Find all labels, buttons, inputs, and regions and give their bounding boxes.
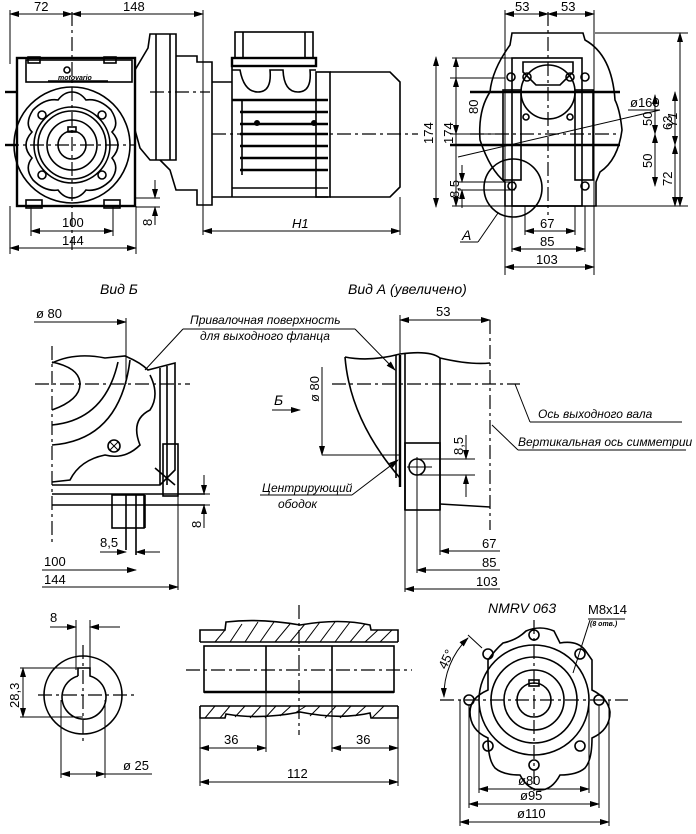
dim-144-view-b: 144 — [44, 572, 66, 587]
dim-103-end: 103 — [536, 252, 558, 267]
hollow-shaft-section: 36 36 112 — [186, 605, 412, 786]
thread-spec: M8x14 — [588, 602, 627, 617]
flange-title: NMRV 063 — [488, 600, 556, 616]
dim-36-right: 36 — [356, 732, 370, 747]
dim-100-view-b: 100 — [44, 554, 66, 569]
dim-8-5-end: 8,5 — [447, 180, 462, 198]
dim-63: 63 — [660, 116, 675, 130]
dim-144: 144 — [62, 233, 84, 248]
dim-53-right: 53 — [561, 0, 575, 14]
dim-112: 112 — [287, 766, 308, 781]
view-b: Вид Б ø 80 8,5 100 144 — [34, 281, 210, 590]
thread-note: (8 отв.) — [590, 621, 618, 628]
brand-logo: motovario — [58, 75, 93, 82]
dim-8-5-view-a: 8,5 — [451, 437, 466, 455]
dim-h1: H1 — [292, 216, 309, 231]
mating-surface-label-1: Привалочная поверхность — [190, 313, 341, 327]
mating-surface-label-2: для выходного фланца — [200, 329, 330, 343]
dim-174-side: 174 — [421, 122, 436, 144]
dim-53-view-a: 53 — [436, 304, 450, 319]
flange-view: NMRV 063 M8x14 (8 отв.) 45° ø80 ø95 — [435, 600, 628, 826]
side-view-dimensions: 72 148 100 144 8 H1 174 — [9, 0, 439, 254]
view-b-marker: Б — [274, 392, 283, 408]
centering-rim-label-1: Центрирующий — [262, 481, 353, 495]
dim-d110-flange: ø110 — [517, 806, 546, 821]
dim-bore-dia: ø 25 — [123, 758, 149, 773]
dim-8-view-b: 8 — [189, 521, 204, 528]
vertical-axis-label: Вертикальная ось симметрии — [518, 435, 693, 449]
dim-53-left: 53 — [515, 0, 529, 14]
view-b-title: Вид Б — [100, 281, 138, 297]
output-shaft-axis-label: Ось выходного вала — [538, 407, 653, 421]
dim-d80-flange: ø80 — [518, 773, 540, 788]
bore-section: 8 28,3 ø 25 — [7, 610, 152, 778]
dim-67-end: 67 — [540, 216, 554, 231]
dim-103-view-a: 103 — [476, 574, 498, 589]
dim-72-end: 72 — [660, 172, 675, 186]
dim-key-height: 28,3 — [7, 683, 22, 708]
dim-8-5-view-b: 8,5 — [100, 535, 118, 550]
dim-85-end: 85 — [540, 234, 554, 249]
dim-d95-flange: ø95 — [520, 788, 542, 803]
dim-174-end: 174 — [441, 122, 456, 144]
dim-50-top: 50 — [640, 112, 655, 126]
centering-rim-label-2: ободок — [278, 497, 318, 511]
dim-d80-view-a: ø 80 — [307, 376, 322, 402]
view-a: Вид А (увеличено) 53 ø 80 Б 8,5 67 — [260, 281, 693, 592]
angle-45: 45° — [435, 647, 457, 671]
gearbox-housing: motovario — [5, 12, 137, 250]
dim-50-bottom: 50 — [640, 154, 655, 168]
dim-85-view-a: 85 — [482, 555, 496, 570]
motor-adapter-flange — [134, 33, 232, 206]
electric-motor — [212, 31, 418, 198]
dim-d80-view-b: ø 80 — [36, 306, 62, 321]
hatching — [204, 621, 393, 719]
end-view: 53 53 174 80 ø160 Y1 63 72 50 50 8,5 6 — [441, 0, 688, 275]
dim-100: 100 — [62, 215, 84, 230]
dim-72: 72 — [34, 0, 48, 14]
dim-148: 148 — [123, 0, 145, 14]
dim-8: 8 — [140, 219, 155, 226]
dim-67-view-a: 67 — [482, 536, 496, 551]
dim-36-left: 36 — [224, 732, 238, 747]
view-a-title: Вид А (увеличено) — [348, 281, 467, 297]
dim-80-end: 80 — [466, 100, 481, 114]
view-a-marker: A — [461, 227, 471, 243]
mating-surface-annotation: Привалочная поверхность для выходного фл… — [144, 313, 396, 371]
dim-key-width: 8 — [50, 610, 57, 625]
side-view: motovario — [5, 0, 439, 254]
